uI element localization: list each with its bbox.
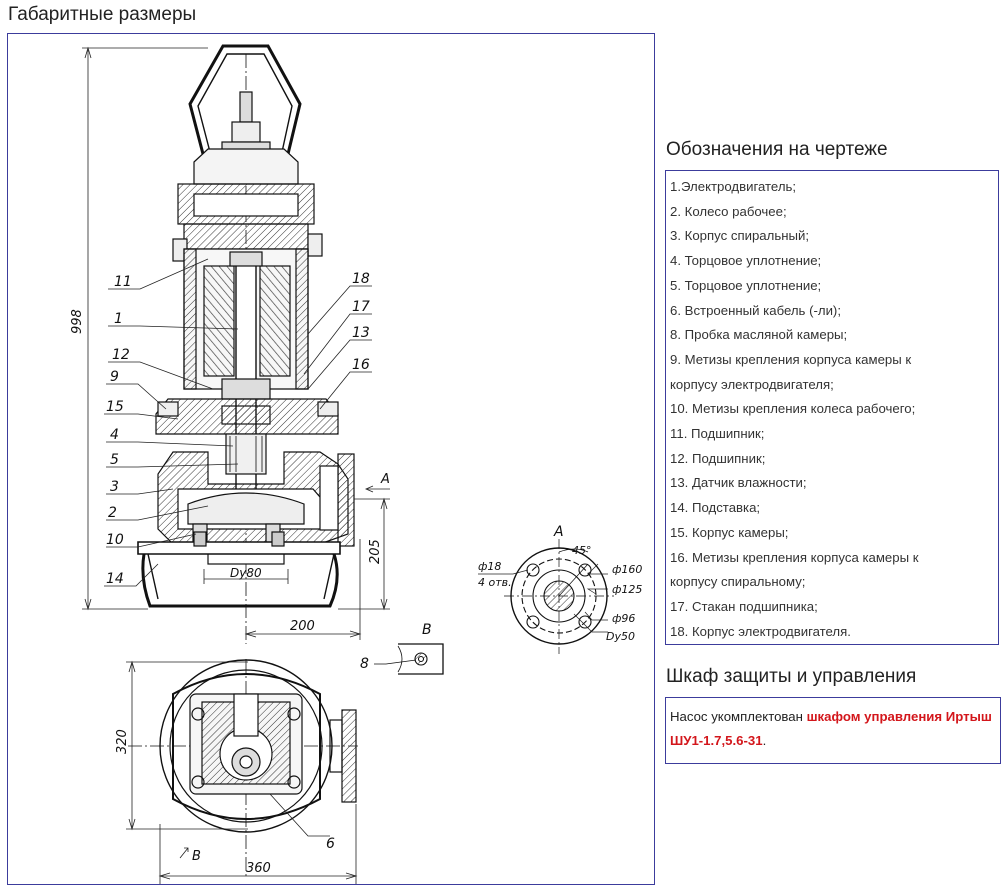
callout-6: 6 bbox=[326, 836, 335, 852]
legend-item: 12. Подшипник; bbox=[670, 450, 766, 466]
callout-16: 16 bbox=[352, 357, 370, 373]
callout-8: 8 bbox=[360, 656, 369, 672]
pump-side-view bbox=[137, 44, 355, 644]
legend-item: 17. Стакан подшипника; bbox=[670, 598, 818, 614]
dim-inlet-dn: Dy80 bbox=[230, 566, 262, 580]
dimension-drawing: 998 205 200 Dy80 A 11 1 12 9 15 4 5 3 2 … bbox=[7, 33, 655, 885]
callout-leaders-left bbox=[104, 258, 239, 587]
page-title: Габаритные размеры bbox=[8, 4, 197, 25]
legend-item: 1.Электродвигатель; bbox=[670, 179, 797, 194]
dim-plan-width: 360 bbox=[246, 861, 271, 876]
pump-plan-view bbox=[128, 659, 358, 879]
callout-2: 2 bbox=[108, 505, 117, 521]
dim-flange-d3: ф96 bbox=[612, 612, 635, 625]
callout-18: 18 bbox=[352, 271, 370, 287]
legend-item: 5. Торцовое уплотнение; bbox=[670, 277, 822, 293]
dim-plan-height: 320 bbox=[115, 729, 130, 754]
callout-13: 13 bbox=[352, 325, 370, 341]
dim-flange-angle: 45° bbox=[572, 544, 592, 557]
cabinet-link[interactable]: шкафом управления Иртыш ШУ1-1.7,5.6-31 bbox=[670, 709, 992, 748]
dim-flange-holes: ф18 bbox=[478, 560, 501, 573]
view-b-title: B bbox=[422, 622, 432, 638]
callout-12: 12 bbox=[112, 347, 130, 363]
legend-item: 15. Корпус камеры; bbox=[670, 524, 789, 540]
legend-item: корпусу электродвигателя; bbox=[670, 376, 834, 392]
callout-3: 3 bbox=[110, 479, 119, 495]
legend-item: 9. Метизы крепления корпуса камеры к bbox=[670, 351, 912, 367]
legend-item: 13. Датчик влажности; bbox=[670, 475, 807, 491]
cabinet-info: Насос укомплектован шкафом управления Ир… bbox=[665, 697, 1001, 764]
callout-5: 5 bbox=[110, 452, 119, 468]
flange-view-a bbox=[504, 539, 614, 654]
legend-item: 4. Торцовое уплотнение; bbox=[670, 253, 822, 269]
legend-item: 16. Метизы крепления корпуса камеры к bbox=[670, 549, 919, 565]
callout-11: 11 bbox=[114, 274, 132, 290]
callout-9: 9 bbox=[110, 369, 119, 385]
dim-outlet-width: 200 bbox=[290, 619, 315, 634]
dim-flange-d1: ф160 bbox=[612, 563, 642, 576]
flange-view-a-leaders bbox=[478, 563, 608, 633]
callout-1: 1 bbox=[114, 311, 123, 327]
dim-flange-dn: Dy50 bbox=[606, 630, 635, 643]
legend-item: 10. Метизы крепления колеса рабочего; bbox=[670, 401, 916, 417]
cabinet-text: Насос укомплектован bbox=[670, 709, 807, 724]
callout-leaders-right bbox=[303, 285, 372, 410]
legend-title: Обозначения на чертеже bbox=[666, 139, 888, 160]
legend-item: корпусу спиральному; bbox=[670, 574, 806, 590]
legend-list: 1.Электродвигатель; 2. Колесо рабочее; 3… bbox=[665, 170, 999, 645]
view-a-arrow-label: A bbox=[380, 472, 390, 487]
dim-total-height: 998 bbox=[70, 309, 85, 334]
callout-4: 4 bbox=[110, 427, 119, 443]
legend-item: 18. Корпус электродвигателя. bbox=[670, 623, 851, 639]
plan-view-dimensions bbox=[126, 660, 358, 884]
side-view-dimensions bbox=[82, 46, 390, 640]
pump-drawing-svg: 998 205 200 Dy80 A 11 1 12 9 15 4 5 3 2 … bbox=[70, 44, 642, 884]
legend-item: 6. Встроенный кабель (-ли); bbox=[670, 302, 841, 318]
legend-item: 14. Подставка; bbox=[670, 500, 761, 516]
legend-item: 8. Пробка масляной камеры; bbox=[670, 327, 848, 343]
cabinet-text-end: . bbox=[762, 733, 767, 748]
legend-item: 2. Колесо рабочее; bbox=[670, 203, 787, 219]
dim-flange-holes-count: 4 отв. bbox=[478, 576, 512, 589]
callout-17: 17 bbox=[352, 299, 370, 315]
dim-outlet-height: 205 bbox=[368, 539, 383, 564]
view-b-arrow-label: B bbox=[192, 849, 201, 864]
legend-item: 11. Подшипник; bbox=[670, 426, 765, 442]
view-a-title: A bbox=[553, 524, 564, 540]
callout-15: 15 bbox=[106, 399, 124, 415]
plug-view-b bbox=[374, 643, 444, 675]
dim-flange-d2: ф125 bbox=[612, 583, 642, 596]
callout-10: 10 bbox=[106, 532, 124, 548]
legend-item: 3. Корпус спиральный; bbox=[670, 228, 809, 244]
cabinet-title: Шкаф защиты и управления bbox=[666, 666, 917, 687]
callout-14: 14 bbox=[106, 571, 124, 587]
